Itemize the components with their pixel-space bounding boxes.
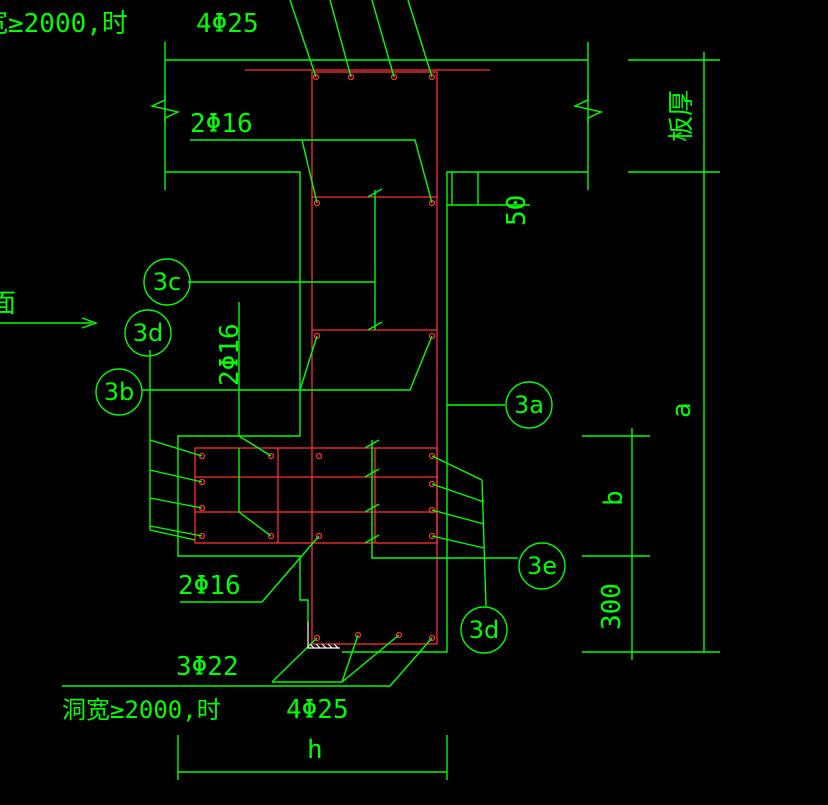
callout-3a: 3a <box>514 391 544 419</box>
callout-3c: 3c <box>153 268 181 296</box>
callout-3d-lower: 3d <box>469 616 500 644</box>
callout-3b: 3b <box>104 378 135 406</box>
leader-lines <box>62 0 518 687</box>
upper-ties-label: 2Φ16 <box>190 109 253 139</box>
dim-a-label: a <box>667 402 697 418</box>
mid-ties-label: 2Φ16 <box>215 323 245 386</box>
lower-ties-label: 2Φ16 <box>178 571 241 601</box>
left-edge-label: 面 <box>0 289 16 319</box>
bottom-bars-label: 4Φ25 <box>286 695 349 725</box>
dim-b-label: b <box>599 490 629 506</box>
bottom-3-label: 3Φ22 <box>176 652 239 682</box>
dim-300-label: 300 <box>597 583 627 630</box>
callout-circles <box>95 258 566 654</box>
dim-h-label: h <box>307 735 323 765</box>
rebar-cage <box>194 69 490 645</box>
callout-3e: 3e <box>527 552 557 580</box>
top-bars-label: 4Φ25 <box>196 9 259 39</box>
bottom-note: 洞宽≥2000,时 <box>62 696 221 724</box>
top-note: 宽≥2000,时 <box>0 9 128 39</box>
beam-outline <box>149 42 604 653</box>
dimension-lines <box>0 52 720 780</box>
slab-thickness-label: 板厚 <box>667 90 697 142</box>
callout-3d-upper: 3d <box>133 319 164 347</box>
dim-50-label: 50 <box>502 195 532 226</box>
